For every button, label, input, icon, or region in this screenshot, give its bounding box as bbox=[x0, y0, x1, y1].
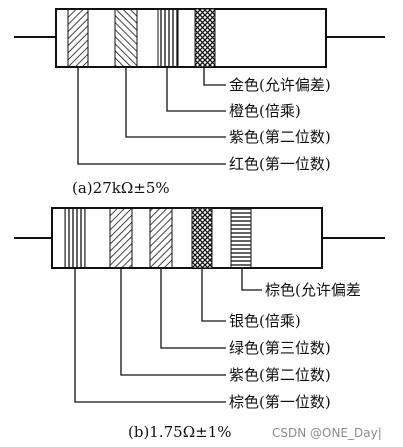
resistor-b-band-4 bbox=[191, 207, 213, 269]
resistor-a-band-4 bbox=[194, 8, 216, 68]
leader-line-a-1 bbox=[203, 67, 226, 86]
label-a-second-digit: 紫色(第二位数) bbox=[229, 128, 331, 146]
caption-b: (b)1.75Ω±1% bbox=[128, 423, 232, 441]
leader-line-b-3 bbox=[160, 268, 226, 349]
label-b-second-digit: 紫色(第二位数) bbox=[229, 366, 331, 384]
resistor-a bbox=[14, 8, 385, 165]
resistor-b-band-2 bbox=[109, 207, 133, 269]
leader-line-b-4 bbox=[120, 268, 226, 376]
leader-line-b-1 bbox=[241, 268, 262, 291]
leader-line-b-2 bbox=[201, 268, 226, 322]
resistor-a-band-3 bbox=[157, 8, 179, 68]
caption-a: (a)27kΩ±5% bbox=[72, 179, 170, 197]
label-a-tolerance: 金色(允许偏差) bbox=[229, 76, 331, 94]
resistor-b-body bbox=[51, 207, 323, 269]
resistor-b-band-1 bbox=[64, 207, 86, 269]
label-b-third-digit: 绿色(第三位数) bbox=[229, 339, 331, 357]
leader-line-a-2 bbox=[166, 67, 226, 112]
label-b-multiplier: 银色(倍乘) bbox=[229, 312, 301, 330]
label-a-multiplier: 橙色(倍乘) bbox=[229, 102, 301, 120]
resistor-b-band-5 bbox=[230, 207, 252, 269]
resistor-b bbox=[14, 207, 385, 403]
leader-line-b-5 bbox=[74, 268, 226, 403]
resistor-a-band-2 bbox=[114, 8, 138, 68]
leader-line-a-3 bbox=[125, 67, 226, 138]
resistor-b-band-3 bbox=[149, 207, 173, 269]
resistor-a-band-1 bbox=[67, 8, 89, 68]
label-b-first-digit: 棕色(第一位数) bbox=[229, 393, 331, 411]
label-b-tolerance: 棕色(允许偏差 bbox=[265, 281, 361, 299]
watermark-text: CSDN @ONE_Day| bbox=[272, 426, 382, 440]
resistor-a-body bbox=[55, 8, 327, 68]
label-a-first-digit: 红色(第一位数) bbox=[229, 155, 331, 173]
leader-line-a-4 bbox=[77, 67, 226, 165]
